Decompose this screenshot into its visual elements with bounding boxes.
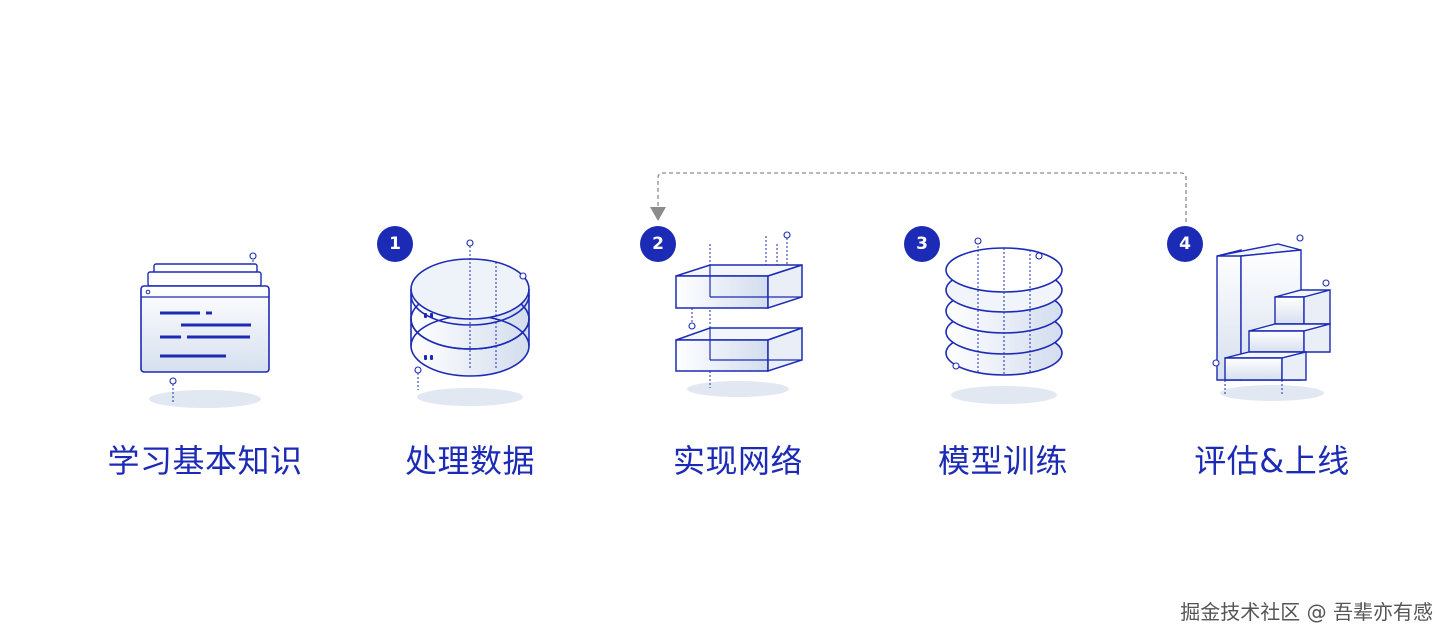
loop-arrow-head	[650, 207, 666, 221]
step-label-learn-basics: 学习基本知识	[107, 442, 303, 480]
loop-arrow	[657, 172, 1187, 222]
step-1-badge: 1	[377, 226, 413, 262]
step-4-badge: 4	[1167, 226, 1203, 262]
watermark: 掘金技术社区 @ 吾辈亦有感	[1180, 600, 1433, 624]
step-label-train-model: 模型训练	[937, 442, 1068, 480]
step-label-process-data: 处理数据	[404, 442, 535, 480]
ring-stack-icon	[945, 237, 1063, 404]
step-label-implement-network: 实现网络	[672, 442, 803, 480]
bar-steps-icon	[1212, 234, 1331, 401]
step-label-evaluate-deploy: 评估&上线	[1194, 442, 1350, 480]
stacked-boxes-icon	[675, 231, 803, 397]
document-window-icon	[140, 252, 270, 408]
step-3-badge: 3	[904, 226, 940, 262]
step-2-badge: 2	[640, 226, 676, 262]
stacked-rings-icon	[410, 239, 530, 406]
